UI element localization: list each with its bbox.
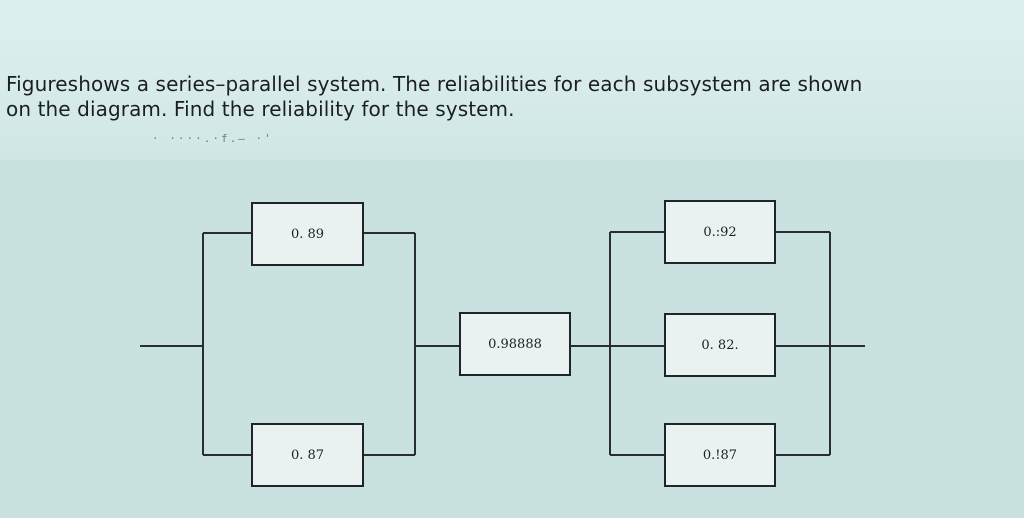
reliability-box-r6: 0.!87 xyxy=(664,423,776,487)
header-area xyxy=(0,0,1024,170)
faint-scribble: · ····.·f.– ·' xyxy=(152,132,273,145)
r3-label: 0.98888 xyxy=(488,336,542,352)
reliability-box-r1: 0. 89 xyxy=(251,202,364,266)
problem-line2: on the diagram. Find the reliability for… xyxy=(6,97,515,121)
problem-statement: Figureshows a series–parallel system. Th… xyxy=(6,72,1021,122)
reliability-box-r2: 0. 87 xyxy=(251,423,364,487)
problem-line1-start: Figure xyxy=(6,72,68,96)
problem-line1-rest: shows a series–parallel system. The reli… xyxy=(67,72,863,96)
r5-label: 0. 82. xyxy=(701,337,739,353)
r6-label: 0.!87 xyxy=(702,447,738,463)
reliability-box-r4: 0.:92 xyxy=(664,200,776,264)
r1-label: 0. 89 xyxy=(290,226,325,242)
reliability-box-r5: 0. 82. xyxy=(664,313,776,377)
r4-label: 0.:92 xyxy=(703,224,737,240)
reliability-box-r3: 0.98888 xyxy=(459,312,571,376)
r2-label: 0. 87 xyxy=(290,447,325,463)
